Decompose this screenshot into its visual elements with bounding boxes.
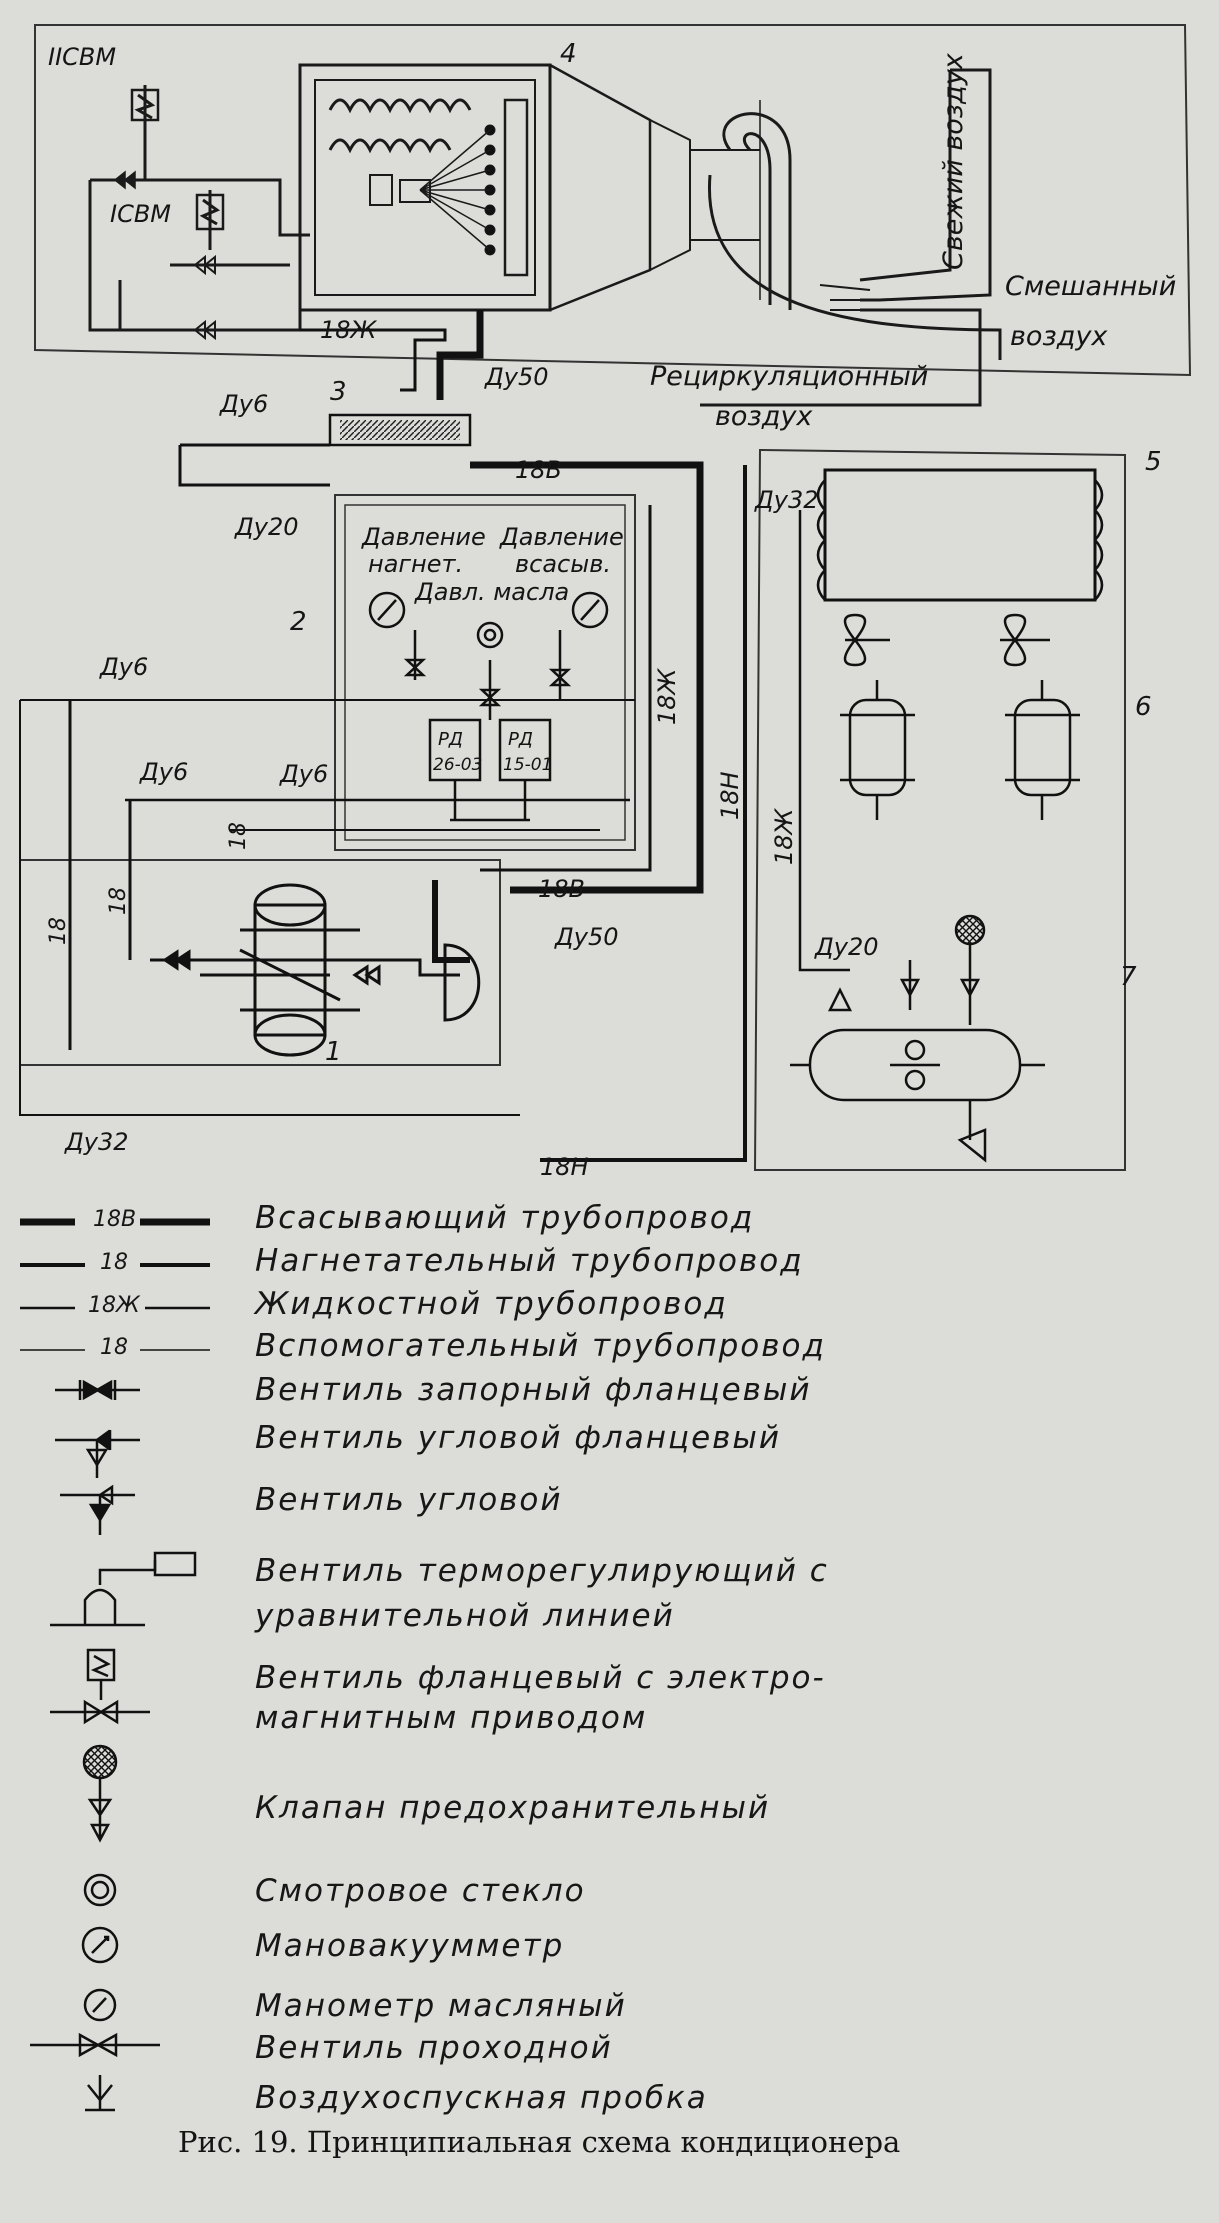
pipelines	[19, 310, 850, 1162]
label-18v-mid: 18В	[538, 875, 585, 903]
label-pressure-suction-2: всасыв.	[515, 550, 611, 578]
label-oil-pressure: Давл. масла	[414, 578, 569, 606]
heat-exchanger-3	[328, 413, 472, 447]
control-panel-2	[368, 591, 609, 822]
right-equipment	[790, 468, 1104, 1163]
unit-4	[298, 63, 1002, 407]
legend-symbols	[20, 1218, 210, 2112]
label-recirc-air-1: Рециркуляционный	[650, 361, 928, 392]
control-panel-frame	[334, 494, 636, 851]
label-mixed-air-2: воздух	[1010, 321, 1108, 352]
condenser-5	[823, 468, 1097, 602]
legend-flanged-angle-valve-icon	[55, 1429, 140, 1478]
label-isvm2: IIСВМ	[48, 43, 116, 71]
label-18-a: 18	[46, 917, 71, 945]
legend-angle-valve-icon	[60, 1484, 135, 1535]
label-du6-a: Ду6	[99, 653, 148, 681]
label-isvm1: IСВМ	[110, 200, 171, 228]
label-18n-vertical: 18Н	[716, 771, 744, 820]
label-unit-6: 6	[1135, 692, 1152, 722]
label-du6-b: Ду6	[139, 758, 188, 786]
legend-sight-glass-icon	[83, 1873, 117, 1907]
label-18-c: 18	[226, 822, 251, 850]
legend-thermo-valve-icon	[50, 1551, 197, 1627]
label-mixed-air-1: Смешанный	[1005, 271, 1176, 302]
legend-oil-gauge-icon	[83, 1988, 117, 2022]
label-18v-top: 18В	[515, 456, 562, 484]
label-pressure-discharge-2: нагнет.	[368, 550, 463, 578]
label-fresh-air: Свежий воздух	[938, 52, 969, 270]
safety-valve-sym	[954, 914, 986, 946]
solenoid-valves	[88, 85, 310, 341]
compressor-1	[150, 883, 481, 1057]
label-rd1-1: РД	[438, 729, 463, 750]
label-du6-top: Ду6	[219, 390, 268, 418]
label-18zh-top: 18Ж	[320, 316, 378, 344]
label-18n-bottom: 18Н	[540, 1153, 589, 1181]
label-unit-4: 4	[560, 39, 577, 69]
right-unit-frame	[753, 448, 1126, 1171]
label-pressure-suction-1: Давление	[499, 523, 624, 551]
figure-caption: Рис. 19. Принципиальная схема кондиционе…	[178, 2125, 901, 2159]
legend-vacuum-gauge-icon	[81, 1926, 119, 1964]
label-du32-left: Ду32	[64, 1128, 129, 1156]
label-18-b: 18	[106, 887, 131, 915]
diagram-labels: IIСВМ IСВМ 4 3 2 1 5 6 7 Свежий воздух С…	[46, 39, 1176, 1181]
label-unit-7: 7	[1120, 962, 1137, 992]
label-pressure-discharge-1: Давление	[361, 523, 486, 551]
label-rd2-2: 15-01	[503, 755, 552, 775]
label-unit-3: 3	[330, 377, 347, 407]
legend-solenoid-valve-icon	[50, 1648, 150, 1725]
label-du32-right: Ду32	[754, 486, 819, 514]
label-18zh-right: 18Ж	[770, 807, 798, 865]
label-du20-right: Ду20	[814, 933, 879, 961]
housing-frames	[19, 24, 1192, 1171]
label-unit-5: 5	[1145, 447, 1162, 477]
legend-through-valve-icon	[30, 2032, 160, 2058]
label-rd2-1: РД	[508, 729, 533, 750]
label-du6-c: Ду6	[279, 760, 328, 788]
label-rd1-2: 26-03	[433, 755, 482, 775]
label-du20-left: Ду20	[234, 513, 299, 541]
legend-safety-valve-icon	[82, 1744, 118, 1843]
legend-flanged-stop-valve-icon	[55, 1379, 140, 1401]
label-18zh-mid: 18Ж	[653, 667, 681, 725]
label-du50-top: Ду50	[484, 363, 549, 391]
label-du50-mid: Ду50	[554, 923, 619, 951]
label-unit-1: 1	[325, 1037, 342, 1067]
label-unit-2: 2	[290, 607, 307, 637]
legend-air-vent-plug-icon	[85, 2075, 115, 2112]
label-recirc-air-2: воздух	[715, 401, 813, 432]
top-frame	[34, 24, 1192, 377]
